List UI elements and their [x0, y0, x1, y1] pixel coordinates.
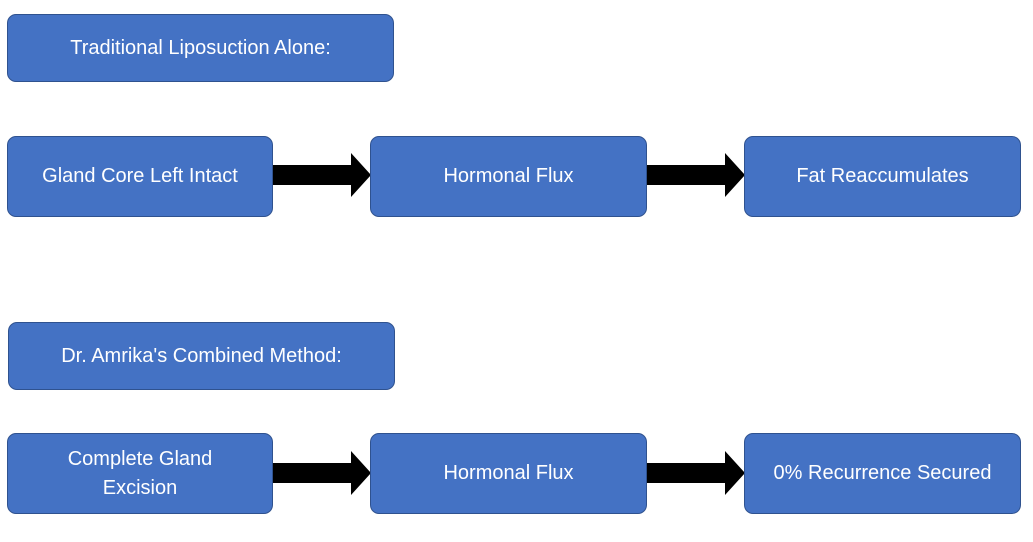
section2-header: Dr. Amrika's Combined Method: [8, 322, 395, 390]
section1-header: Traditional Liposuction Alone: [7, 14, 394, 82]
section1-arrow2-icon [647, 153, 745, 197]
section1-step1-box: Gland Core Left Intact [7, 136, 273, 217]
section1-step2-label: Hormonal Flux [443, 165, 574, 187]
section2-step3-label: 0% Recurrence Secured [773, 462, 992, 484]
section2-step2-box: Hormonal Flux [370, 433, 647, 514]
section2-step3-box: 0% Recurrence Secured [744, 433, 1021, 514]
section2-step1-box: Complete Gland Excision [7, 433, 273, 514]
section1-header-label: Traditional Liposuction Alone: [70, 36, 331, 59]
section1-step3-label: Fat Reaccumulates [796, 165, 969, 187]
section2-step1-label: Complete Gland Excision [67, 447, 213, 499]
section2-arrow1-icon [273, 451, 371, 495]
section2-arrow2-icon [647, 451, 745, 495]
section2-step2-label: Hormonal Flux [443, 462, 574, 484]
section1-step1-label: Gland Core Left Intact [42, 165, 238, 187]
section1-step2-box: Hormonal Flux [370, 136, 647, 217]
section1-step3-box: Fat Reaccumulates [744, 136, 1021, 217]
section1-arrow1-icon [273, 153, 371, 197]
section2-header-label: Dr. Amrika's Combined Method: [61, 344, 342, 367]
